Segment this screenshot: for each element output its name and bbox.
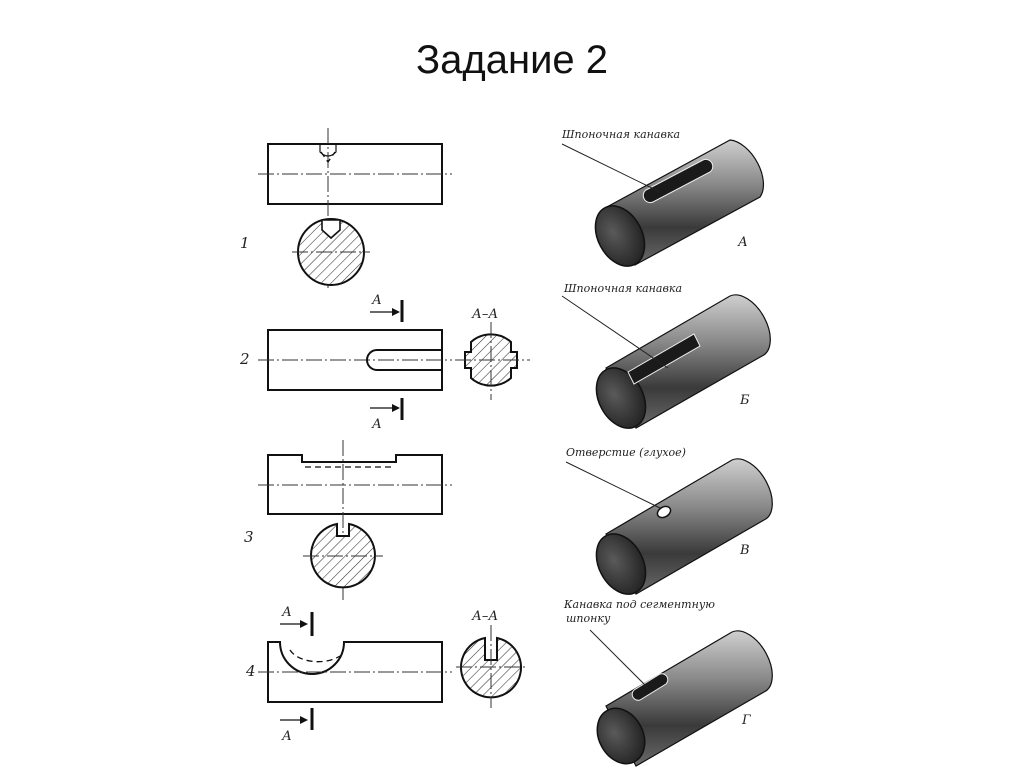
- shaft-body: [605, 458, 773, 595]
- keyway: [642, 158, 714, 204]
- drawing-number: 2: [239, 350, 250, 368]
- cut-mark-bottom-label: А: [281, 729, 292, 744]
- cross-section: [460, 636, 522, 699]
- cut-mark-top-label: А: [281, 605, 292, 620]
- slide-title: Задание 2: [415, 38, 609, 82]
- hole-outline: [319, 144, 337, 157]
- shaft-end: [595, 533, 647, 595]
- cut-mark-bottom-label: А: [371, 417, 382, 432]
- arrow-head-icon: [392, 308, 400, 316]
- shaft-side-view: [267, 454, 443, 515]
- section-label: А–А: [471, 609, 498, 624]
- shaft-view-b: Шпоночная канавка Б: [561, 282, 771, 429]
- callout-label-line-1: Канавка под сегментную: [563, 598, 715, 611]
- drawing-2: А А А–А 2: [239, 293, 530, 432]
- callout-label: Шпоночная канавка: [561, 128, 680, 141]
- arrow-head-icon: [392, 404, 400, 412]
- variant-label: А: [737, 235, 748, 250]
- drawing-4: А А А–А 4: [245, 605, 528, 744]
- variant-label: В: [739, 543, 750, 558]
- keyway-slot: [366, 349, 442, 371]
- segment-hidden-line: [289, 649, 341, 663]
- shaft-body: [605, 630, 773, 767]
- shaft-view-a: Шпоночная канавка А: [561, 128, 765, 267]
- drawing-number: 4: [245, 662, 256, 680]
- segment-keyway: [631, 673, 669, 701]
- shaft-side-view: [267, 641, 443, 703]
- drawing-number: 1: [240, 234, 250, 252]
- keyway: [627, 333, 701, 385]
- callout-label: Отверстие (глухое): [566, 446, 686, 459]
- arrow-head-icon: [300, 620, 308, 628]
- shaft-body: [605, 294, 771, 429]
- leader-line: [565, 461, 661, 509]
- cut-mark-top-label: А: [371, 293, 382, 308]
- hole-cutout: [321, 219, 341, 240]
- leader-line: [561, 143, 661, 193]
- blind-hole: [656, 505, 672, 519]
- shaft-end: [596, 707, 646, 765]
- arrow-head-icon: [300, 716, 308, 724]
- drawing-number: 3: [244, 528, 254, 546]
- variant-label: Г: [741, 713, 751, 728]
- variant-label: Б: [739, 393, 750, 408]
- shaft-body: [604, 139, 765, 266]
- drawing-1: 1: [240, 128, 452, 290]
- leader-line: [589, 629, 649, 689]
- hole-hidden-line: [320, 151, 336, 164]
- callout-label: Шпоночная канавка: [563, 282, 682, 295]
- shaft-view-g: Канавка под сегментную шпонку Г: [563, 598, 773, 767]
- section-label: А–А: [471, 307, 498, 322]
- leader-line: [561, 295, 669, 369]
- drawing-3: 3: [244, 440, 452, 600]
- shaft-view-v: Отверстие (глухое) В: [565, 446, 773, 595]
- callout-label-line-2: шпонку: [566, 612, 611, 625]
- shaft-end: [594, 205, 646, 267]
